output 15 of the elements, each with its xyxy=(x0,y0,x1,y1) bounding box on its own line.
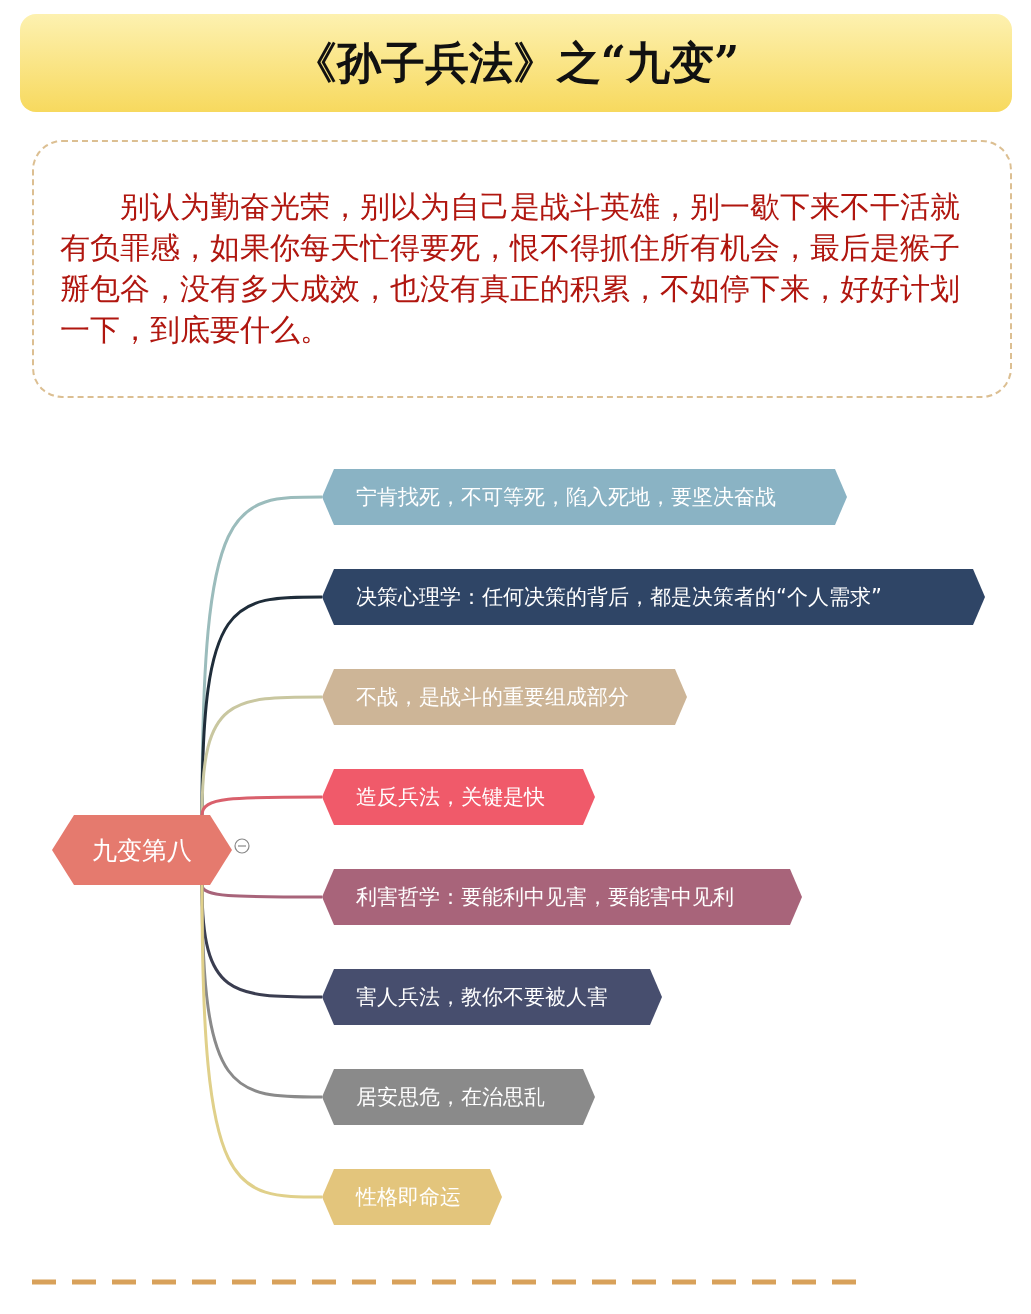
branch-topic: 造反兵法，关键是快 xyxy=(322,769,595,825)
branch-topic: 决策心理学：任何决策的背后，都是决策者的“个人需求” xyxy=(322,569,985,625)
text-card: 别认为勤奋光荣，别以为自己是战斗英雄，别一歇下来不干活就有负罪感，如果你每天忙得要死，恨不得抓住所有机会，最后是猴子掰包谷，没有多大成效，也没有真正的积累，不如停下来，好好计划一下，到底要什么。 xyxy=(32,140,1012,398)
branch-line xyxy=(200,885,322,1199)
branch-topic: 害人兵法，教你不要被人害 xyxy=(322,969,662,1025)
branch-topic: 性格即命运 xyxy=(322,1169,502,1225)
branch-line xyxy=(200,595,322,815)
title-banner: 《孙子兵法》之“九变” xyxy=(20,14,1012,112)
central-topic: 九变第八 xyxy=(52,815,232,885)
branch-line xyxy=(200,795,322,816)
branch-topic: 不战，是战斗的重要组成部分 xyxy=(322,669,687,725)
branch-topic: 宁肯找死，不可等死，陷入死地，要坚决奋战 xyxy=(322,469,847,525)
branch-topic: 利害哲学：要能利中见害，要能害中见利 xyxy=(322,869,802,925)
branch-line xyxy=(200,695,322,816)
branch-topic: 居安思危，在治思乱 xyxy=(322,1069,595,1125)
